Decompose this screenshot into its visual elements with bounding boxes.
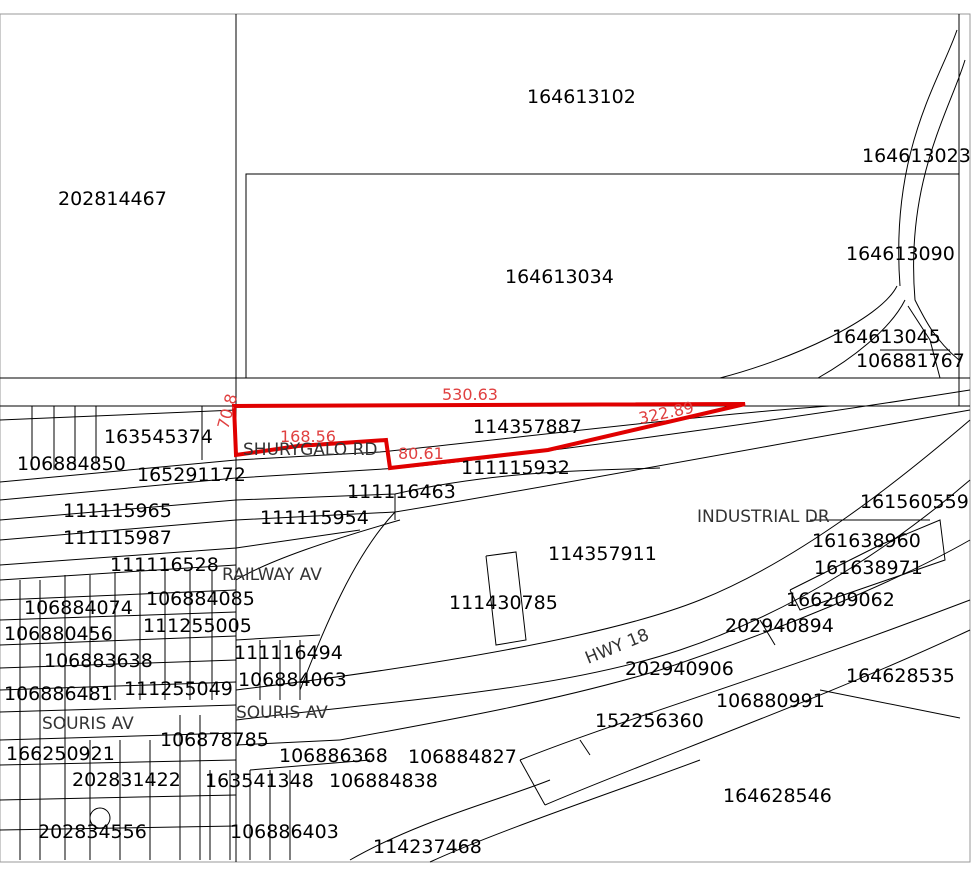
parcel-label[interactable]: 164613023 <box>862 145 971 167</box>
parcel-label[interactable]: 202940894 <box>725 615 834 637</box>
parcel-label[interactable]: 106880991 <box>716 690 825 712</box>
road-label-souris-left: SOURIS AV <box>42 714 134 734</box>
parcel-label[interactable]: 106884074 <box>24 597 133 619</box>
parcel-label[interactable]: 202831422 <box>72 769 181 791</box>
road-label-railway: RAILWAY AV <box>222 565 322 585</box>
parcel-label[interactable]: 106886403 <box>230 821 339 843</box>
parcel-label[interactable]: 114237468 <box>373 836 482 858</box>
parcel-label[interactable]: 114357887 <box>473 416 582 438</box>
parcel-label[interactable]: 106878785 <box>160 729 269 751</box>
parcel-label[interactable]: 202834556 <box>38 821 147 843</box>
parcel-label[interactable]: 202940906 <box>625 658 734 680</box>
parcel-label[interactable]: 111115987 <box>63 527 172 549</box>
parcel-label[interactable]: 106884063 <box>238 669 347 691</box>
dimension-step: 80.61 <box>398 444 444 463</box>
parcel-label[interactable]: 161560559 <box>860 491 969 513</box>
parcel-label[interactable]: 106884827 <box>408 746 517 768</box>
parcel-label[interactable]: 111430785 <box>449 592 558 614</box>
parcel-label[interactable]: 106884838 <box>329 770 438 792</box>
parcel-label[interactable]: 164613090 <box>846 243 955 265</box>
road-label-industrial: INDUSTRIAL DR <box>697 507 830 527</box>
parcel-label[interactable]: 164613102 <box>527 86 636 108</box>
subject-parcel-outline[interactable] <box>231 402 746 471</box>
parcel-label[interactable]: 111115954 <box>260 507 369 529</box>
parcel-label[interactable]: 164628546 <box>723 785 832 807</box>
parcel-label[interactable]: 152256360 <box>595 710 704 732</box>
parcel-labels: 164613102 202814467 164613034 164613023 … <box>4 86 971 858</box>
parcel-label[interactable]: 165291172 <box>137 464 246 486</box>
parcel-label[interactable]: 106884850 <box>17 453 126 475</box>
dimension-west-short: 168.56 <box>280 427 336 446</box>
parcel-label[interactable]: 161638971 <box>814 557 923 579</box>
parcel-label[interactable]: 106886481 <box>4 683 113 705</box>
parcel-label[interactable]: 166209062 <box>786 589 895 611</box>
road-label-souris-right: SOURIS AV <box>236 703 328 723</box>
parcel-boundaries <box>0 14 971 863</box>
parcel-label[interactable]: 111116494 <box>234 642 343 664</box>
parcel-label[interactable]: 114357911 <box>548 543 657 565</box>
parcel-label[interactable]: 106881767 <box>856 350 965 372</box>
road-label-shurygalo: SHURYGALO RD <box>243 440 377 460</box>
parcel-label[interactable]: 163541348 <box>205 770 314 792</box>
parcel-label[interactable]: 202814467 <box>58 188 167 210</box>
parcel-label[interactable]: 111116528 <box>110 554 219 576</box>
parcel-label[interactable]: 163545374 <box>104 426 213 448</box>
map-frame <box>0 13 971 863</box>
parcel-label[interactable]: 106883638 <box>44 650 153 672</box>
parcel-label[interactable]: 164613045 <box>832 326 941 348</box>
parcel-label[interactable]: 166250921 <box>6 743 115 765</box>
parcel-label[interactable]: 161638960 <box>812 530 921 552</box>
parcel-label[interactable]: 164628535 <box>846 665 955 687</box>
parcel-label[interactable]: 111115965 <box>63 500 172 522</box>
parcel-label[interactable]: 106886368 <box>279 745 388 767</box>
dimension-north: 530.63 <box>442 385 498 404</box>
parcel-label[interactable]: 111115932 <box>461 457 570 479</box>
parcel-label[interactable]: 106884085 <box>146 588 255 610</box>
parcel-label[interactable]: 164613034 <box>505 266 614 288</box>
parcel-label[interactable]: 111255049 <box>124 678 233 700</box>
parcel-label[interactable]: 106880456 <box>4 623 113 645</box>
parcel-label[interactable]: 111116463 <box>347 481 456 503</box>
parcel-label[interactable]: 111255005 <box>143 615 252 637</box>
